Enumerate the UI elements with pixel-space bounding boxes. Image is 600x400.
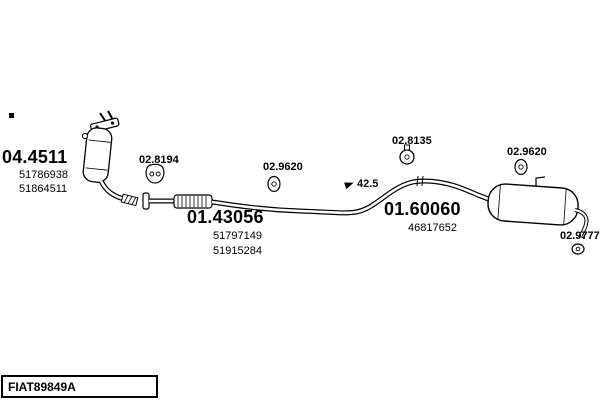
label-bend-angle: 42.5 [344,178,379,190]
sensor-boss [81,132,89,140]
angle-value: 42.5 [357,178,379,190]
label-rear-muffler-code: 01.60060 [384,199,461,219]
rubber-hanger-icon [514,158,528,176]
label-mid-pipe-ref-2: 51915284 [213,245,262,257]
tailpipe [574,208,589,239]
reference-square-marker [9,113,14,118]
catalytic-converter-drawing [81,110,139,207]
mid-pipe-flange [142,192,150,210]
label-mid-pipe-code: 01.43056 [187,207,264,227]
label-rear-muffler-ref: 46817652 [408,222,457,234]
angle-marker-icon [344,179,355,190]
pipe-joint-ticks [416,175,424,187]
label-rear-hanger-code: 02.9620 [507,146,547,158]
rubber-hanger-icon [145,163,165,184]
rubber-hanger-icon [571,243,585,255]
label-catalyst-ref-1: 51786938 [19,169,68,181]
drawing-number-plate: FIAT89849A [1,375,158,398]
label-mid-pipe-ref-1: 51797149 [213,230,262,242]
rear-muffler-drawing [423,176,589,239]
pipe-clamp-icon [399,144,415,165]
pipe-cut-tip [120,193,139,207]
label-catalyst-code: 04.4511 [2,147,68,167]
label-rear-clamp-code: 02.8135 [392,135,432,147]
label-front-hanger-code: 02.8194 [139,154,179,166]
mid-pipe-drawing [142,175,425,216]
label-mid-hanger-code: 02.9620 [263,161,303,173]
drawing-number: FIAT89849A [8,379,76,394]
muffler-hanger-rod [535,176,546,186]
label-tail-hanger-code: 02.9777 [560,230,600,242]
rubber-hanger-icon [267,175,281,193]
flex-coupling [173,194,213,209]
label-catalyst-ref-2: 51864511 [19,183,68,195]
